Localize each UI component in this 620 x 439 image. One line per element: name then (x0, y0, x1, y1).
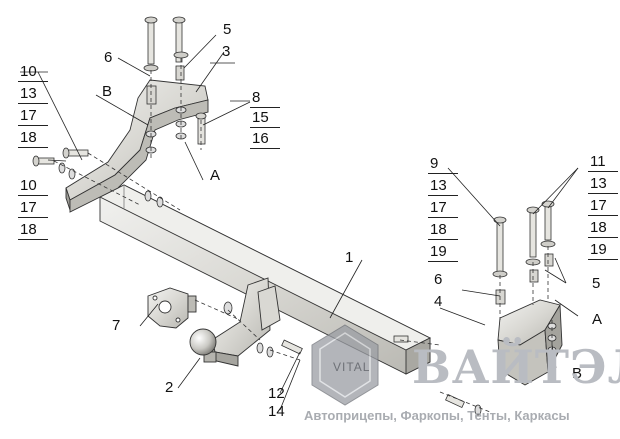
stack-cell: 17 (18, 106, 48, 126)
stack-cell: 13 (428, 176, 458, 196)
stack-cell: 17 (588, 196, 618, 216)
assembly-dash-lines (53, 58, 553, 413)
stack-cell: 16 (250, 129, 280, 149)
leader-lines (20, 34, 579, 411)
left-bracket (65, 79, 209, 213)
callout-6-top: 6 (104, 49, 113, 66)
stack-cell: 17 (18, 198, 48, 218)
stack-cell: 10 (18, 62, 48, 82)
letter-a-top: A (210, 167, 221, 184)
letter-b-top: B (102, 83, 113, 100)
stack-cell: 18 (18, 220, 48, 240)
stack-cell: 11 (588, 152, 618, 172)
ball-mount (211, 277, 281, 367)
stack-cell: 17 (428, 198, 458, 218)
socket-plate (147, 287, 197, 329)
stack-cell: 19 (588, 240, 618, 260)
callout-7: 7 (112, 317, 121, 334)
bolts-right (492, 200, 556, 305)
brand-tagline: Автоприцепы, Фаркопы, Тенты, Каркасы (304, 408, 570, 423)
callout-6-right: 6 (434, 271, 443, 288)
stack-cell: 13 (18, 84, 48, 104)
stack-cell: 18 (588, 218, 618, 238)
stack-cell: 19 (428, 242, 458, 262)
stack-cell: 9 (428, 154, 458, 174)
vital-logo (311, 324, 379, 406)
logo-text: VITAL (333, 360, 371, 374)
callout-3: 3 (222, 43, 231, 60)
stack-cell: 18 (428, 220, 458, 240)
letter-b-right: B (572, 365, 583, 382)
callout-5-top: 5 (223, 21, 232, 38)
callout-4: 4 (434, 293, 443, 310)
callout-5-right: 5 (592, 275, 601, 292)
stack-cell: 18 (18, 128, 48, 148)
stack-cell: 15 (250, 108, 280, 128)
callout-14: 14 (268, 403, 285, 420)
callout-2: 2 (165, 379, 174, 396)
letter-a-right: A (592, 311, 603, 328)
stack-cell: 13 (588, 174, 618, 194)
stack-cell: 8 (250, 88, 280, 108)
bolts-lower (223, 301, 557, 416)
brand-name: ВАЙТЭЛ (412, 340, 620, 394)
callout-1: 1 (345, 249, 354, 266)
tow-ball (189, 328, 217, 363)
callout-12: 12 (268, 385, 285, 402)
right-bracket (497, 299, 563, 386)
stack-cell: 10 (18, 176, 48, 196)
